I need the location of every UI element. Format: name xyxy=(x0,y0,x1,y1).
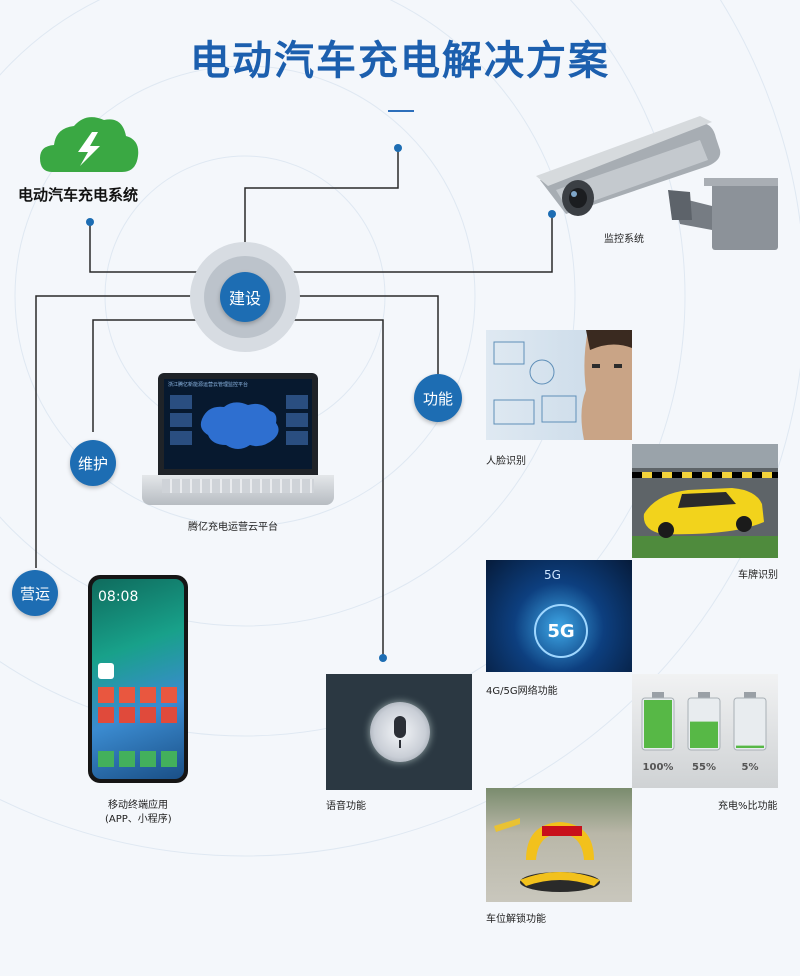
voice-panel xyxy=(326,674,472,790)
battery-level-fill xyxy=(690,721,718,748)
page-title: 电动汽车充电解决方案 xyxy=(190,38,610,84)
laptop-screen: 浙江腾亿新能源运营云管理监控平台 xyxy=(164,379,312,469)
parking-lock-panel xyxy=(486,788,632,902)
battery-level-fill xyxy=(736,745,764,748)
phone-screen: 08:08 xyxy=(92,579,184,779)
center-node-build[interactable]: 建设 xyxy=(220,272,270,322)
plate-recognition-panel xyxy=(632,444,778,558)
laptop-screen-title: 浙江腾亿新能源运营云管理监控平台 xyxy=(168,382,249,388)
battery-body xyxy=(733,697,767,751)
face-recognition-panel xyxy=(486,330,632,440)
laptop-base xyxy=(142,475,334,505)
microphone-icon xyxy=(370,702,430,762)
charge-percent-label: 充电%比功能 xyxy=(718,801,778,812)
network-panel: 5G 5G xyxy=(486,560,632,672)
phone-device: 08:08 xyxy=(88,575,188,783)
network-5g-icon: 5G xyxy=(534,604,588,658)
parking-lock-icon xyxy=(494,818,600,892)
mobile-app-label-1: 移动终端应用 xyxy=(108,800,168,811)
china-map-icon xyxy=(170,395,308,449)
battery-percent-label: 55% xyxy=(692,762,716,773)
battery-cap xyxy=(698,692,710,698)
battery-cap xyxy=(652,692,664,698)
face-scan-icon xyxy=(493,330,632,440)
plate-recognition-label: 车牌识别 xyxy=(738,570,778,581)
face-recognition-label: 人脸识别 xyxy=(486,456,526,467)
charge-percent-panel: 100% 55% 5% xyxy=(632,674,778,788)
battery-cap xyxy=(744,692,756,698)
cloud-platform-label: 腾亿充电运营云平台 xyxy=(188,522,278,533)
network-function-label: 4G/5G网络功能 xyxy=(486,686,558,697)
title-divider xyxy=(388,110,414,112)
battery-level-fill xyxy=(644,700,672,748)
laptop-device: 浙江腾亿新能源运营云管理监控平台 xyxy=(158,373,318,475)
app-icon[interactable] xyxy=(98,663,114,679)
app-row-2[interactable] xyxy=(98,707,178,723)
app-dock[interactable] xyxy=(98,751,178,767)
parking-unlock-label: 车位解锁功能 xyxy=(486,914,546,925)
battery-percent-label: 100% xyxy=(643,762,674,773)
battery-percent-label: 5% xyxy=(742,762,759,773)
laptop-keyboard xyxy=(162,479,314,493)
ev-charging-system-label: 电动汽车充电系统 xyxy=(18,186,139,204)
voice-function-label: 语音功能 xyxy=(326,801,366,812)
app-row-1[interactable] xyxy=(98,687,178,703)
car-icon xyxy=(632,444,778,558)
node-operate[interactable]: 营运 xyxy=(12,570,58,616)
monitor-system-label: 监控系统 xyxy=(604,234,644,245)
phone-clock: 08:08 xyxy=(98,589,139,605)
node-function[interactable]: 功能 xyxy=(414,374,462,422)
network-badge-top: 5G xyxy=(544,568,561,582)
battery-chart: 100% 55% 5% xyxy=(641,692,767,773)
node-maintain[interactable]: 维护 xyxy=(70,440,116,486)
mobile-app-label-2: (APP、小程序) xyxy=(105,814,172,825)
